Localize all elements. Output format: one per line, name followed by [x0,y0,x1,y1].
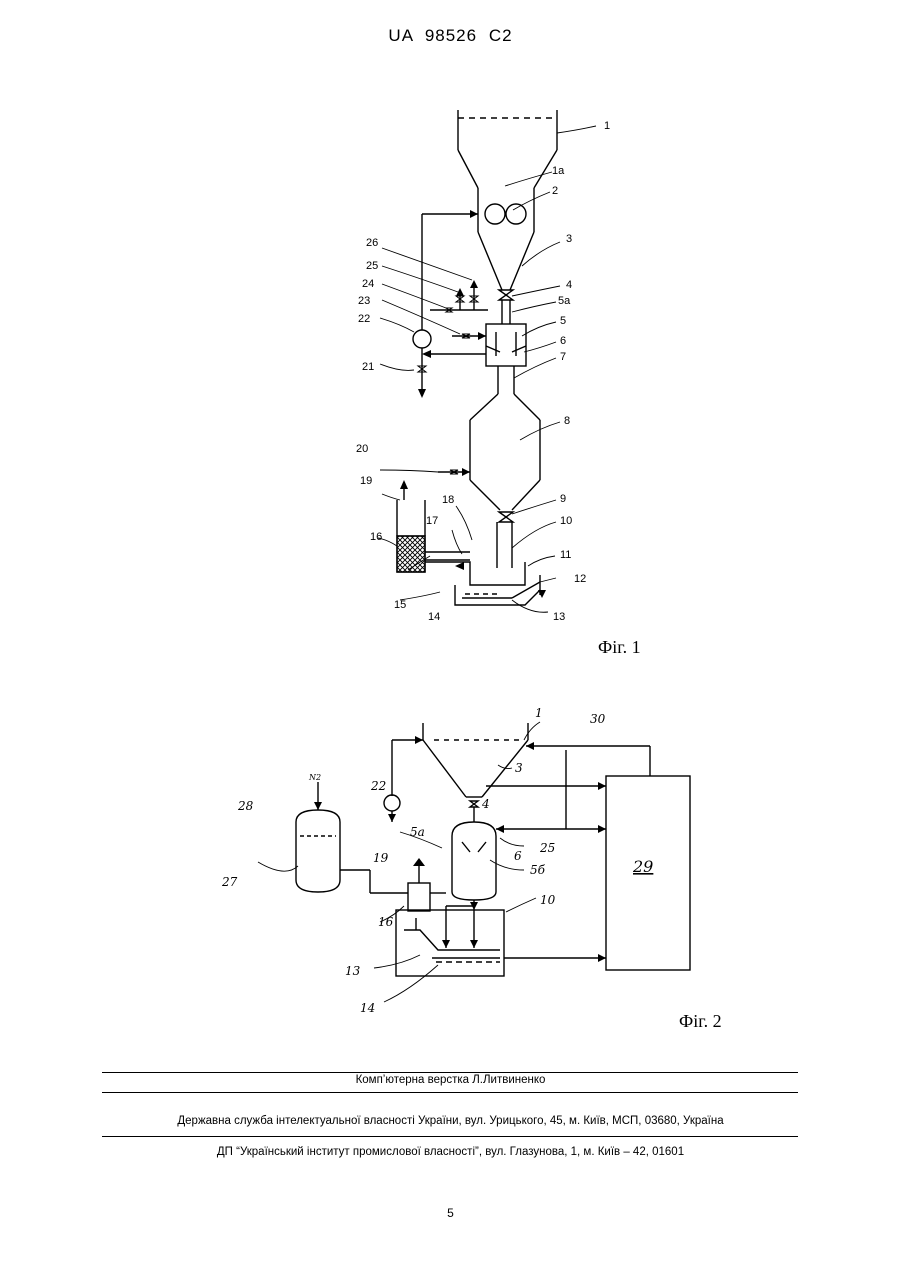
fig2-ref-28: 28 [237,799,254,813]
fig2-ref-5b: 5б [530,863,546,877]
fig2-ref-4: 4 [481,797,490,811]
agency-address: Державна служба інтелектуальної власност… [0,1115,901,1127]
fig2-ref-10: 10 [540,893,556,907]
fig2-ref-5a: 5a [410,825,425,839]
fig2-ref-25: 25 [539,841,555,855]
fig2-ref-13: 13 [345,964,361,978]
layout-credit: Комп’ютерна верстка Л.Литвиненко [0,1074,901,1086]
footer-rule-middle [102,1092,798,1093]
fig2-ref-30: 30 [590,712,606,726]
fig2-ref-3: 3 [515,761,523,775]
figure-2-drawing: 1 30 3 22 4 28 N2 5a 6 25 5б 19 27 29 16… [0,0,901,1060]
footer-rule-top [102,1072,798,1073]
fig2-ref-n2: N2 [308,773,321,782]
fig2-ref-29: 29 [632,857,653,876]
fig2-ref-19: 19 [373,851,389,865]
page-number: 5 [0,1206,901,1220]
fig2-ref-16: 16 [378,915,394,929]
figure-2-caption: Фіг. 2 [679,1011,722,1031]
footer-rule-bottom [102,1136,798,1137]
fig2-ref-14: 14 [360,1001,375,1015]
fig2-ref-22: 22 [370,779,386,793]
fig2-ref-27: 27 [221,875,238,889]
fig2-ref-1: 1 [535,706,543,720]
institute-address: ДП “Український інститут промислової вла… [0,1146,901,1158]
fig2-ref-6: 6 [514,849,522,863]
